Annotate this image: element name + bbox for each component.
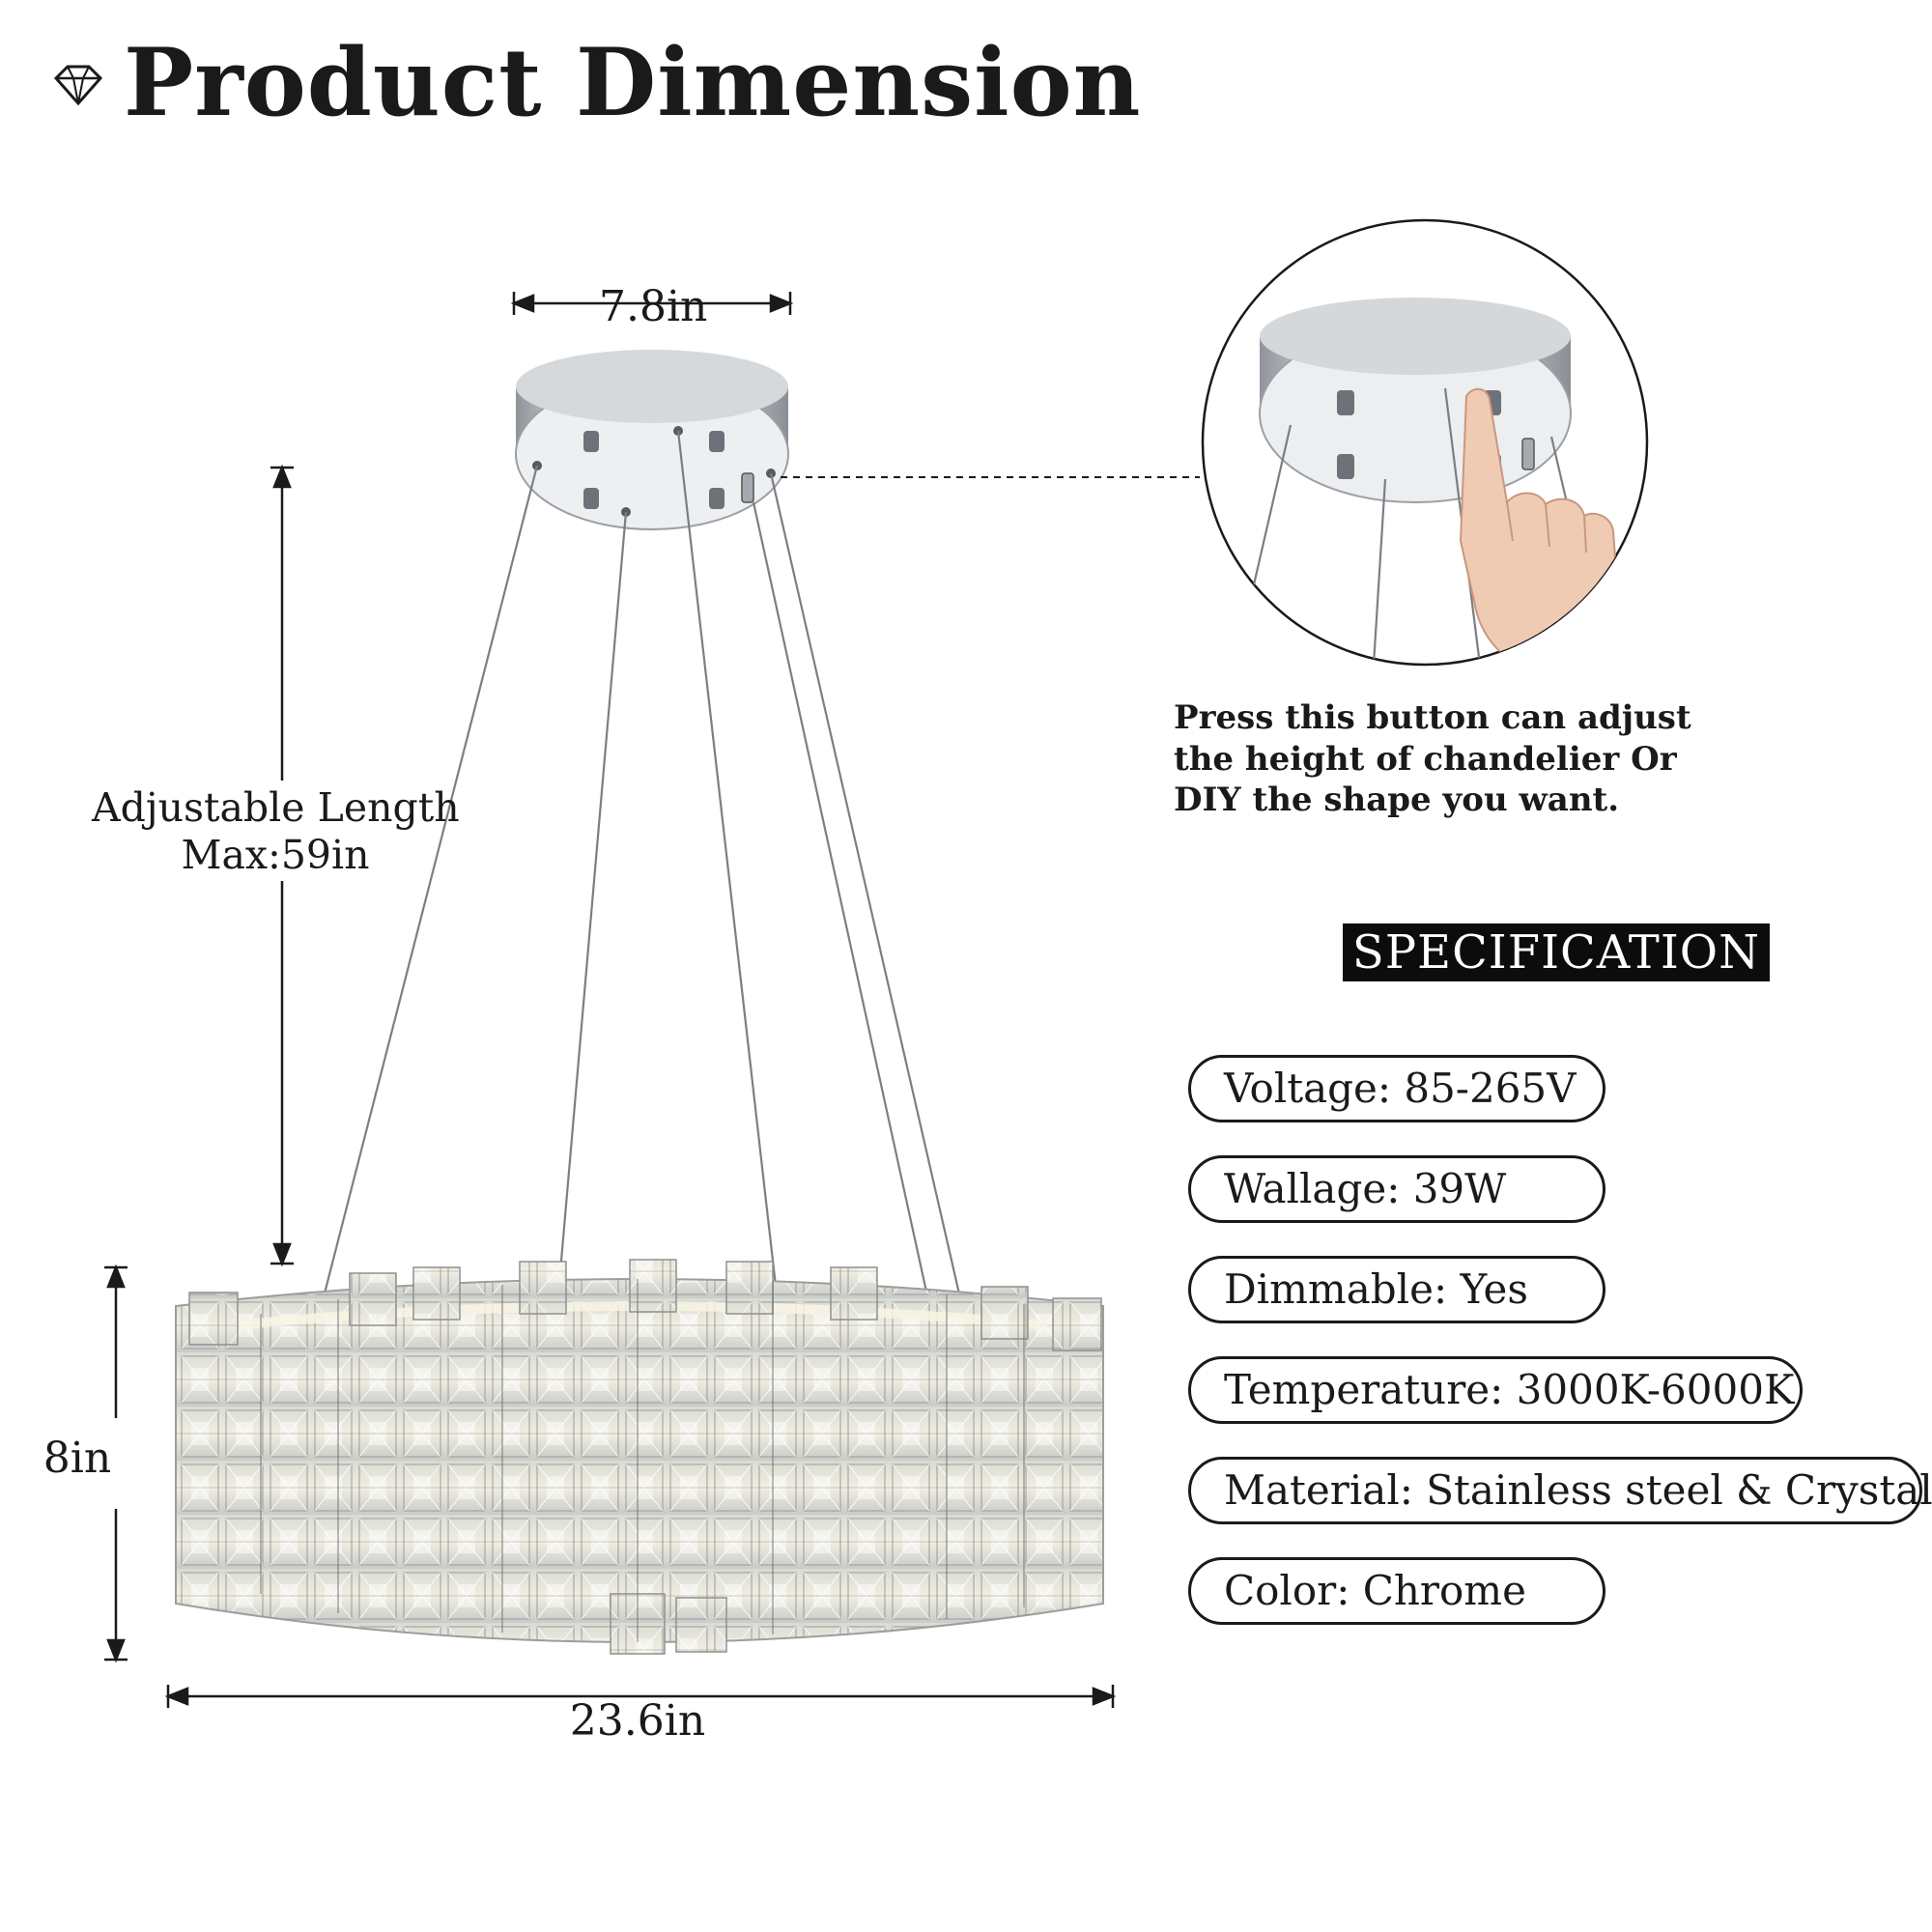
height-arrow <box>104 1264 128 1663</box>
canopy-width-arrow <box>510 292 794 315</box>
width-arrow <box>164 1685 1117 1708</box>
canopy-width-label: 7.8in <box>599 282 708 331</box>
press-button-note: Press this button can adjust the height … <box>1174 698 1691 819</box>
spec-voltage: Voltage: 85-265V <box>1188 1055 1605 1122</box>
height-label: 8in <box>43 1434 112 1483</box>
crystal-chandelier <box>175 1259 1104 1655</box>
spec-temperature: Temperature: 3000K-6000K <box>1188 1356 1803 1424</box>
spec-wattage: Wallage: 39W <box>1188 1155 1605 1223</box>
zoom-detail <box>1201 218 1649 667</box>
spec-material: Material: Stainless steel & Crystals <box>1188 1457 1932 1524</box>
height-button-icon <box>741 472 754 503</box>
diamond-icon <box>53 65 103 106</box>
width-label: 23.6in <box>569 1696 706 1746</box>
adjustable-length-line2: Max:59in <box>181 832 370 879</box>
page-title: Product Dimension <box>124 28 1142 137</box>
adjustable-length-arrow <box>270 464 294 1267</box>
adjustable-length-line1: Adjustable Length <box>92 784 460 831</box>
pointing-hand-icon <box>1459 387 1621 665</box>
specification-header: SPECIFICATION <box>1343 923 1770 981</box>
suspension-wires <box>315 430 968 1324</box>
ceiling-canopy <box>515 350 789 530</box>
spec-color: Color: Chrome <box>1188 1557 1605 1625</box>
title-row: Product Dimension <box>48 37 1141 129</box>
adjustable-length-label: Adjustable Length Max:59in <box>92 784 460 879</box>
spec-dimmable: Dimmable: Yes <box>1188 1256 1605 1323</box>
